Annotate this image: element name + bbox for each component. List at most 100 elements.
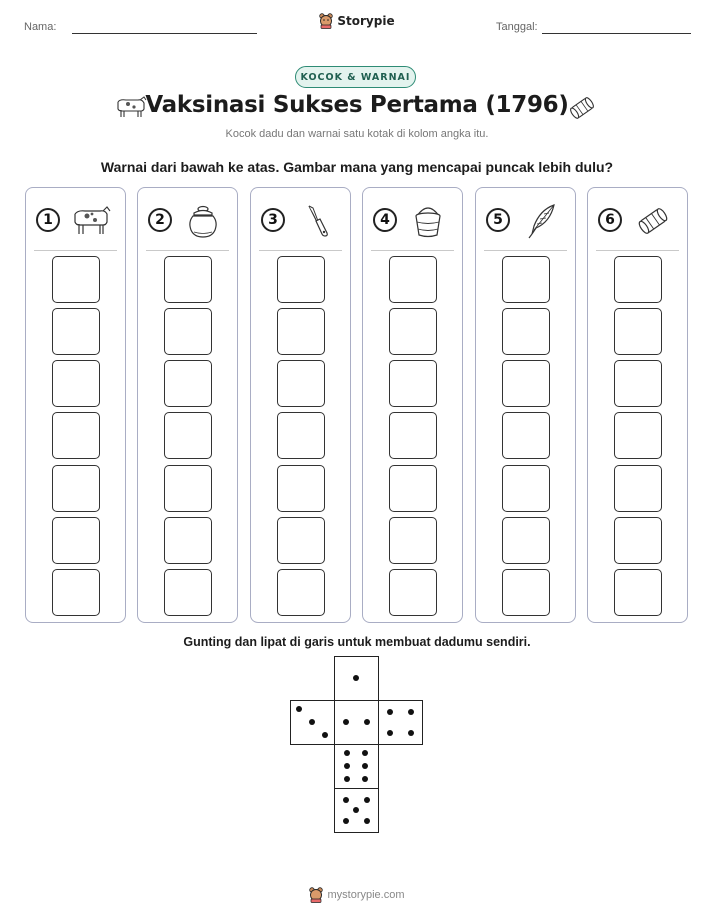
- activity-badge: KOCOK & WARNAI: [295, 66, 416, 88]
- color-box[interactable]: [52, 465, 100, 512]
- color-box[interactable]: [164, 465, 212, 512]
- color-box[interactable]: [614, 569, 662, 616]
- color-box[interactable]: [277, 308, 325, 355]
- color-box[interactable]: [502, 308, 550, 355]
- dice-face-1: [334, 656, 379, 701]
- color-box[interactable]: [164, 569, 212, 616]
- color-box[interactable]: [164, 360, 212, 407]
- color-box[interactable]: [502, 569, 550, 616]
- dice-face-4: [378, 700, 423, 745]
- column-number: 4: [373, 208, 397, 232]
- column-divider: [371, 250, 454, 251]
- color-box[interactable]: [389, 569, 437, 616]
- bucket-icon: [407, 202, 449, 240]
- column-number: 5: [486, 208, 510, 232]
- column-number: 6: [598, 208, 622, 232]
- color-box[interactable]: [52, 360, 100, 407]
- footer-url: mystorypie.com: [327, 889, 405, 901]
- column-header: 3: [251, 188, 350, 251]
- dice-pip: [353, 807, 359, 813]
- cut-instruction: Gunting dan lipat di garis untuk membuat…: [183, 635, 531, 649]
- page-subtitle: Kocok dadu dan warnai satu kotak di kolo…: [225, 128, 489, 140]
- color-box[interactable]: [389, 517, 437, 564]
- quill-icon: [520, 202, 562, 240]
- cow-title-icon: [117, 96, 147, 117]
- color-box[interactable]: [502, 360, 550, 407]
- color-box[interactable]: [614, 360, 662, 407]
- brand-name: Storypie: [337, 14, 395, 28]
- column-2: 2: [137, 187, 238, 623]
- color-box[interactable]: [277, 517, 325, 564]
- column-header: 6: [588, 188, 687, 251]
- color-box[interactable]: [614, 256, 662, 303]
- color-box[interactable]: [52, 569, 100, 616]
- color-box[interactable]: [164, 517, 212, 564]
- date-label: Tanggal:: [496, 21, 538, 33]
- color-box[interactable]: [502, 465, 550, 512]
- color-box[interactable]: [277, 256, 325, 303]
- column-number: 2: [148, 208, 172, 232]
- color-box[interactable]: [389, 256, 437, 303]
- dice-pip: [353, 675, 359, 681]
- color-box[interactable]: [277, 360, 325, 407]
- column-3: 3: [250, 187, 351, 623]
- color-box[interactable]: [614, 412, 662, 459]
- column-5: 5: [475, 187, 576, 623]
- color-box[interactable]: [502, 517, 550, 564]
- dice-pip: [363, 719, 370, 725]
- bear-logo-icon: [319, 13, 334, 29]
- column-number: 3: [261, 208, 285, 232]
- column-number: 1: [36, 208, 60, 232]
- column-header: 2: [138, 188, 237, 251]
- color-box[interactable]: [52, 256, 100, 303]
- color-box[interactable]: [614, 308, 662, 355]
- brand-logo: Storypie: [0, 13, 714, 29]
- color-box[interactable]: [164, 256, 212, 303]
- column-4: 4: [362, 187, 463, 623]
- dice-pip: [362, 763, 369, 769]
- dice-pip: [362, 775, 369, 782]
- name-line[interactable]: [72, 33, 257, 34]
- color-box[interactable]: [164, 308, 212, 355]
- color-box[interactable]: [502, 412, 550, 459]
- color-box[interactable]: [389, 412, 437, 459]
- dice-pip: [386, 708, 393, 715]
- dice-pip: [343, 763, 350, 769]
- color-box[interactable]: [614, 465, 662, 512]
- color-box[interactable]: [52, 517, 100, 564]
- column-header: 4: [363, 188, 462, 251]
- dice-pip: [363, 817, 370, 824]
- color-box[interactable]: [277, 465, 325, 512]
- color-box[interactable]: [389, 360, 437, 407]
- dice-pip: [362, 750, 369, 757]
- dice-pip: [343, 775, 350, 782]
- dice-pip: [407, 729, 414, 736]
- scroll-title-icon: [570, 97, 594, 119]
- column-divider: [596, 250, 679, 251]
- dice-pip: [363, 796, 370, 803]
- dice-pip: [342, 817, 349, 824]
- bear-footer-icon: [309, 887, 324, 903]
- dice-pip: [309, 719, 315, 725]
- color-box[interactable]: [52, 308, 100, 355]
- color-box[interactable]: [52, 412, 100, 459]
- instruction-text: Warnai dari bawah ke atas. Gambar mana y…: [100, 159, 614, 175]
- color-box[interactable]: [277, 569, 325, 616]
- color-box[interactable]: [389, 465, 437, 512]
- column-1: 1: [25, 187, 126, 623]
- cow-icon: [70, 202, 112, 240]
- color-box[interactable]: [277, 412, 325, 459]
- column-header: 5: [476, 188, 575, 251]
- scroll-icon: [632, 202, 674, 240]
- color-box[interactable]: [389, 308, 437, 355]
- dice-face-5: [334, 788, 379, 833]
- color-box[interactable]: [164, 412, 212, 459]
- dice-pip: [321, 731, 328, 738]
- dice-pip: [342, 796, 349, 803]
- color-box[interactable]: [502, 256, 550, 303]
- date-line[interactable]: [542, 33, 691, 34]
- dice-face-6: [334, 744, 379, 789]
- dice-face-2: [334, 700, 379, 745]
- jar-icon: [182, 202, 224, 240]
- color-box[interactable]: [614, 517, 662, 564]
